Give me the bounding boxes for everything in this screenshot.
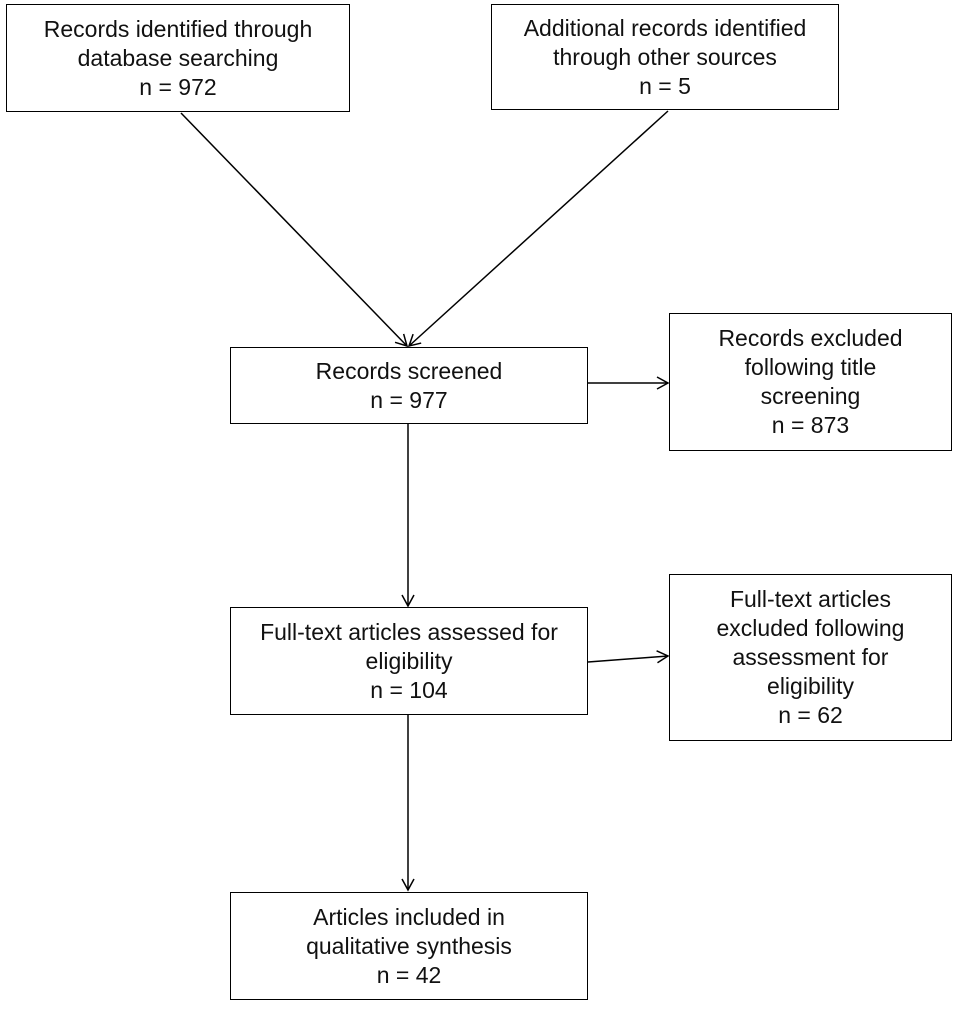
- box-identified-database-line-2: database searching: [77, 44, 279, 71]
- box-fulltext-excluded-count: n = 62: [778, 702, 843, 728]
- box-records-screened-line-1: Records screened: [315, 357, 503, 384]
- box-fulltext-assessed-line-1: Full-text articles assessed for: [260, 618, 558, 645]
- box-fulltext-excluded: Full-text articles excluded following as…: [669, 574, 952, 741]
- box-articles-included-line-1: Articles included in: [313, 903, 505, 930]
- box-articles-included-count: n = 42: [376, 961, 442, 988]
- box-identified-other-sources: Additional records identified through ot…: [491, 4, 839, 110]
- box-fulltext-excluded-line-1: Full-text articles: [729, 586, 892, 612]
- box-identified-database-count: n = 972: [139, 73, 217, 100]
- box-fulltext-excluded-line-4: eligibility: [767, 673, 854, 699]
- box-fulltext-assessed-count: n = 104: [370, 676, 448, 703]
- box-excluded-title-line-2: following title: [744, 354, 877, 380]
- box-identified-other-line-2: through other sources: [553, 43, 777, 70]
- box-identified-other-line-1: Additional records identified: [523, 14, 807, 41]
- box-records-screened: Records screened n = 977: [230, 347, 588, 424]
- arrow-assessed-to-excluded: [587, 650, 670, 664]
- arrow-other-to-screened: [407, 110, 669, 348]
- box-records-excluded-title: Records excluded following title screeni…: [669, 313, 952, 451]
- box-excluded-title-line-3: screening: [760, 383, 861, 409]
- box-records-screened-count: n = 977: [370, 386, 448, 413]
- box-fulltext-assessed: Full-text articles assessed for eligibil…: [230, 607, 588, 715]
- box-fulltext-assessed-line-2: eligibility: [365, 647, 453, 674]
- box-identified-other-count: n = 5: [639, 72, 691, 99]
- box-identified-database-line-1: Records identified through: [43, 15, 313, 42]
- box-excluded-title-count: n = 873: [771, 412, 850, 438]
- box-fulltext-excluded-line-3: assessment for: [732, 644, 889, 670]
- box-articles-included: Articles included in qualitative synthes…: [230, 892, 588, 1000]
- box-fulltext-excluded-line-2: excluded following: [716, 615, 905, 641]
- arrow-db-to-screened: [180, 112, 409, 348]
- box-identified-database: Records identified through database sear…: [6, 4, 350, 112]
- box-excluded-title-line-1: Records excluded: [718, 325, 903, 351]
- box-articles-included-line-2: qualitative synthesis: [306, 932, 512, 959]
